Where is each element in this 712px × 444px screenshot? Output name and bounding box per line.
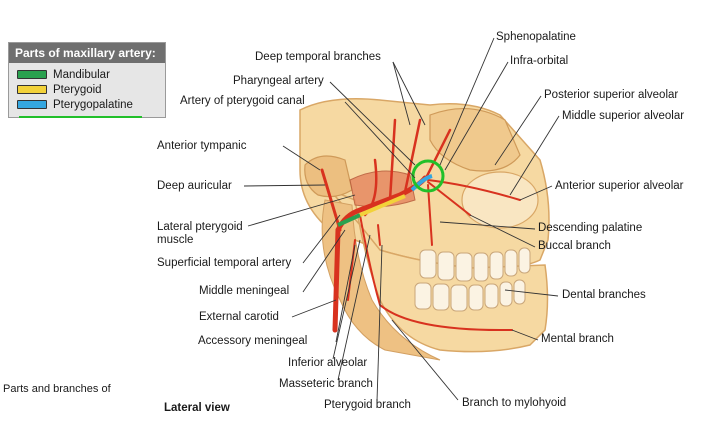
label-buccal-branch: Buccal branch [538, 240, 611, 252]
label-artery-of-pterygoid-canal: Artery of pterygoid canal [180, 95, 305, 107]
label-deep-auricular: Deep auricular [157, 180, 232, 192]
legend-swatch-pterygoid [17, 85, 47, 95]
legend-item-mandibular: Mandibular [17, 68, 110, 82]
label-descending-palatine: Descending palatine [538, 222, 643, 234]
label-infra-orbital: Infra-orbital [510, 55, 569, 67]
label-external-carotid: External carotid [199, 311, 279, 323]
pterygopalatine-part [410, 174, 433, 192]
label-anterior-superior-alveolar: Anterior superior alveolar [555, 180, 684, 192]
lower-teeth [414, 279, 526, 312]
label-deep-temporal-branches: Deep temporal branches [255, 51, 381, 63]
label-pharyngeal-artery: Pharyngeal artery [233, 75, 324, 87]
legend-label: Pterygoid [53, 84, 102, 96]
label-middle-superior-alveolar: Middle superior alveolar [562, 110, 685, 122]
upper-teeth [419, 247, 531, 282]
legend-swatch-mandibular [17, 70, 47, 80]
mandibular-part [337, 213, 361, 227]
orbit [429, 107, 521, 172]
label-masseteric-branch: Masseteric branch [279, 378, 373, 390]
pterygoid-part [359, 194, 406, 217]
label-branch-to-mylohyoid: Branch to mylohyoid [462, 397, 567, 409]
legend-swatch-pterygopalatine [17, 100, 47, 110]
figure-caption: Parts and branches of [3, 383, 111, 395]
legend-highlight-underline [19, 116, 142, 118]
label-lateral-pterygoid-muscle: Lateral pterygoid muscle [157, 221, 243, 246]
label-superficial-temporal-artery: Superficial temporal artery [157, 257, 292, 269]
view-title: Lateral view [164, 402, 230, 414]
label-anterior-tympanic: Anterior tympanic [157, 140, 247, 152]
legend-label: Mandibular [53, 69, 110, 81]
legend-label: Pterygopalatine [53, 99, 133, 111]
label-middle-meningeal: Middle meningeal [199, 285, 290, 297]
legend-item-pterygopalatine: Pterygopalatine [17, 98, 133, 112]
legend-title: Parts of maxillary artery: [9, 43, 165, 63]
label-dental-branches: Dental branches [562, 289, 646, 301]
legend-box: Parts of maxillary artery: Mandibular Pt… [8, 42, 166, 118]
label-posterior-superior-alveolar: Posterior superior alveolar [544, 89, 679, 101]
label-inferior-alveolar: Inferior alveolar [288, 357, 368, 369]
leader-lines [243, 37, 560, 402]
label-pterygoid-branch: Pterygoid branch [324, 399, 411, 411]
tmj-region [304, 155, 353, 198]
legend-item-pterygoid: Pterygoid [17, 83, 102, 97]
sinus-window [461, 171, 539, 229]
label-mental-branch: Mental branch [541, 333, 614, 345]
label-accessory-meningeal: Accessory meningeal [198, 335, 308, 347]
label-sphenopalatine: Sphenopalatine [496, 31, 576, 43]
